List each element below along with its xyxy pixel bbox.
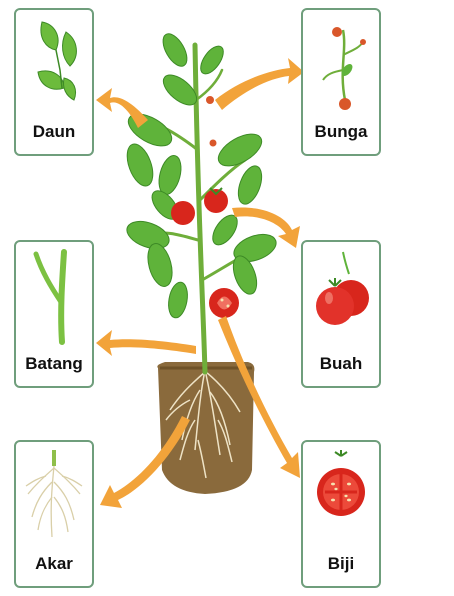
card-bunga: Bunga — [301, 8, 381, 156]
card-batang: Batang — [14, 240, 94, 388]
card-biji: Biji — [301, 440, 381, 588]
label-buah: Buah — [303, 354, 379, 374]
stem-icon — [16, 242, 92, 352]
label-batang: Batang — [16, 354, 92, 374]
arrow-daun — [96, 88, 148, 128]
card-daun: Daun — [14, 8, 94, 156]
tomato-icon — [303, 242, 379, 352]
leaf-icon — [16, 10, 92, 120]
card-akar: Akar — [14, 440, 94, 588]
arrow-batang — [96, 330, 196, 356]
root-icon — [16, 442, 92, 552]
plant-flowers — [206, 96, 217, 147]
card-buah: Buah — [301, 240, 381, 388]
label-biji: Biji — [303, 554, 379, 574]
label-akar: Akar — [16, 554, 92, 574]
arrow-bunga — [215, 58, 304, 110]
label-bunga: Bunga — [303, 122, 379, 142]
label-daun: Daun — [16, 122, 92, 142]
seed-icon — [303, 442, 379, 552]
flower-icon — [303, 10, 379, 120]
